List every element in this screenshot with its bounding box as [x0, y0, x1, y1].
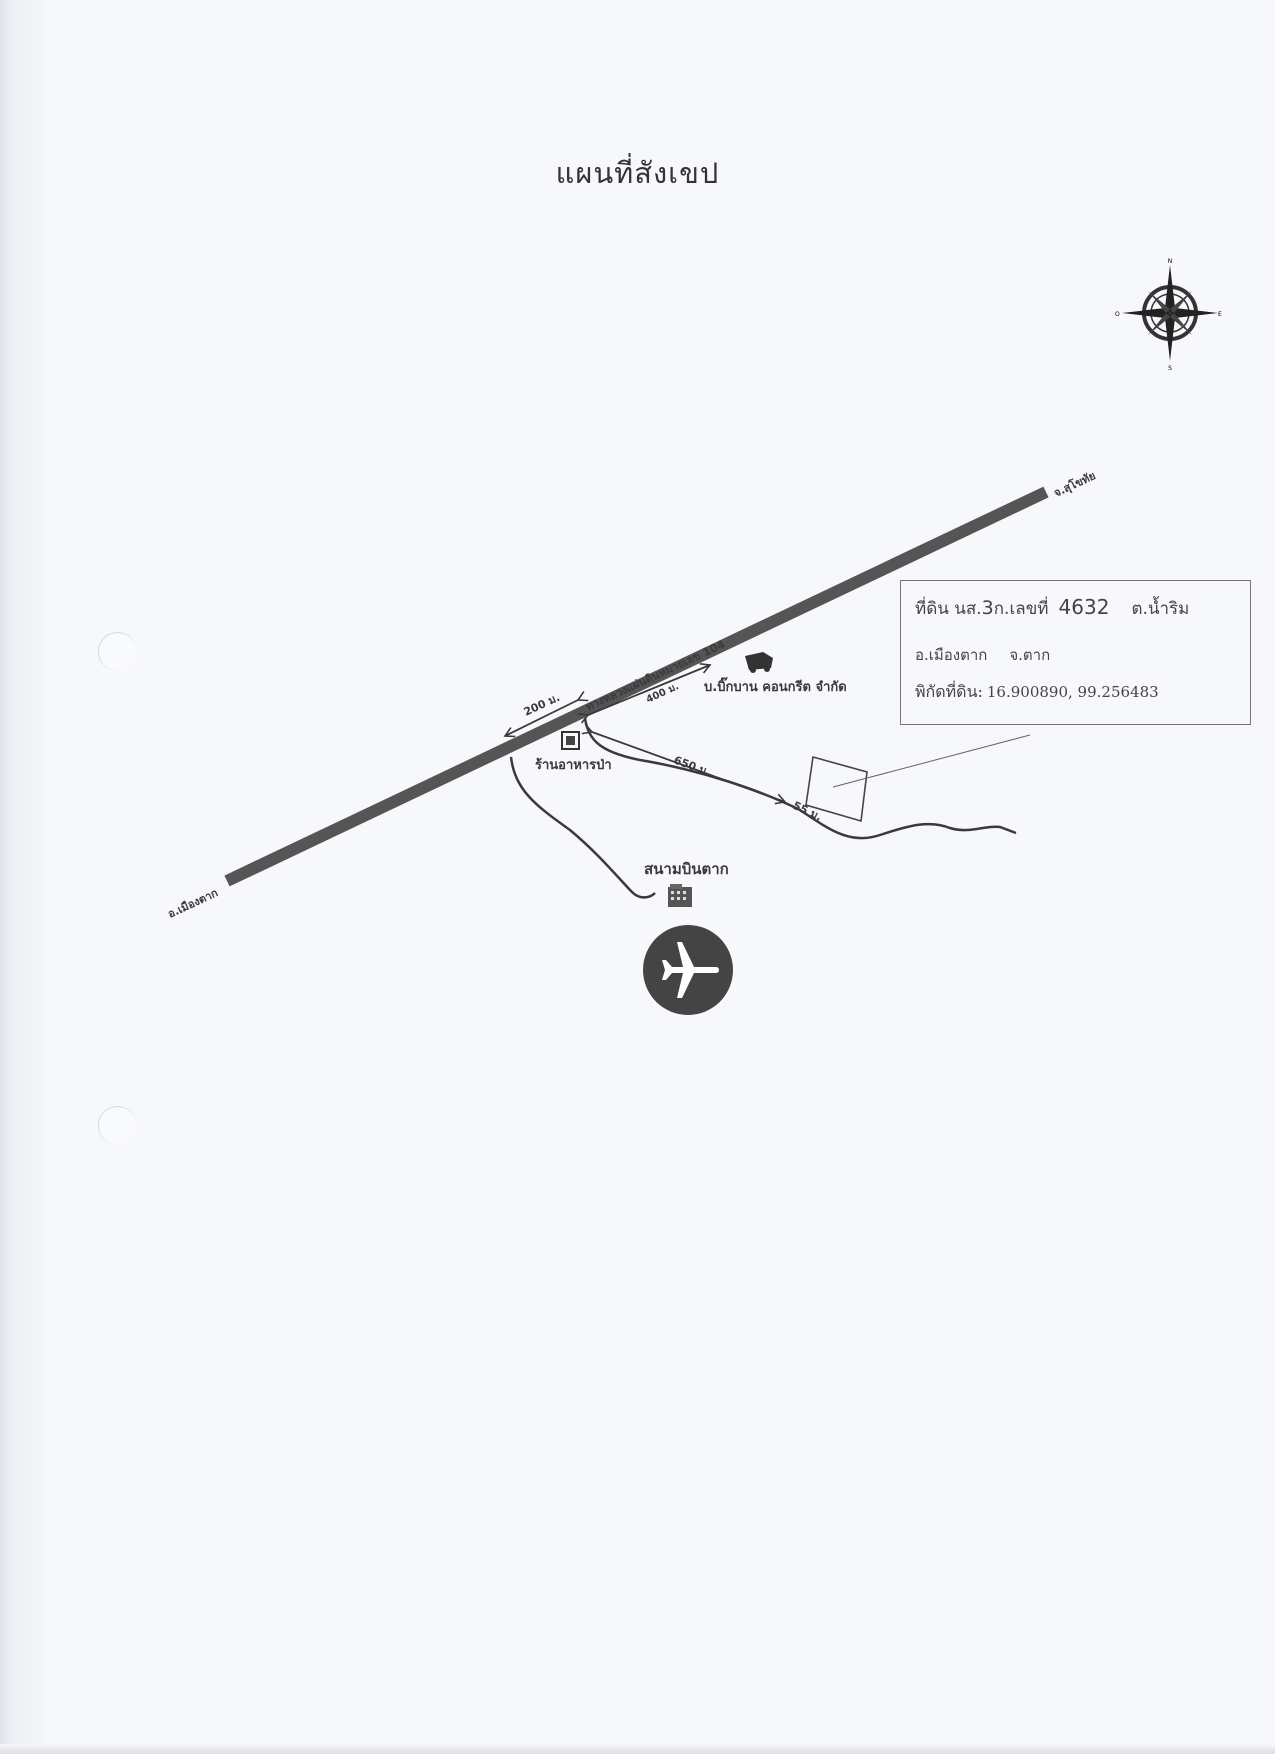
compass-west-label: O: [1115, 311, 1120, 318]
compass-east-label: E: [1218, 311, 1222, 318]
compass-north-label: N: [1168, 258, 1173, 265]
company-label: บ.บิ๊กบาน คอนกรีต จำกัด: [704, 677, 847, 695]
punch-hole-lower: [98, 1106, 137, 1145]
road-end-sukhothai-label: จ.สุโขทัย: [1051, 468, 1098, 500]
subdistrict: ต.น้ำริม: [1131, 599, 1190, 619]
compass-rose-icon: N S E O: [1115, 258, 1222, 372]
province: จ.ตาก: [1009, 646, 1051, 664]
deed-type-number: 3: [981, 597, 994, 619]
distance-650m-arrow: [581, 723, 787, 805]
punch-hole-upper: [98, 632, 137, 671]
deed-number: 4632: [1058, 595, 1110, 619]
map-title: แผนที่สังเขป: [555, 156, 720, 190]
terminal-building-icon: [668, 884, 692, 907]
compass-south-label: S: [1168, 365, 1172, 372]
restaurant-label: ร้านอาหารป่า: [535, 757, 612, 773]
road-to-airport: [509, 756, 656, 899]
distance-55m-label: 55 ม.: [791, 799, 824, 824]
page-bottom-shadow: [0, 1744, 1275, 1754]
deed-type-suffix: ก.เลขที่: [993, 599, 1049, 619]
truck-icon: [745, 652, 773, 673]
parcel-leader-line: [832, 734, 1031, 788]
land-parcel-outline: [805, 755, 868, 823]
distance-200m-label: 200 ม.: [522, 691, 562, 719]
parcel-location-line: อ.เมืองตาก จ.ตาก: [915, 643, 1050, 667]
airplane-icon: [643, 925, 733, 1015]
coordinates-value: 16.900890, 99.256483: [986, 683, 1159, 701]
parcel-coordinates-line: พิกัดที่ดิน:16.900890, 99.256483: [915, 680, 1159, 705]
airport-label: สนามบินตาก: [644, 860, 729, 878]
road-end-mueang-tak-label: อ.เมืองตาก: [166, 886, 221, 921]
coordinates-label: พิกัดที่ดิน:: [915, 682, 983, 701]
deed-prefix: ที่ดิน นส.: [915, 599, 982, 619]
restaurant-icon: [561, 731, 580, 750]
distance-200m-arrow: [503, 691, 589, 738]
page-edge-shadow: [0, 0, 46, 1754]
distance-400m-arrow: [577, 662, 712, 724]
district: อ.เมืองตาก: [915, 646, 988, 664]
side-road-to-parcel: [583, 717, 1017, 840]
parcel-deed-line: ที่ดิน นส.3ก.เลขที่ 4632 ต.น้ำริม: [915, 595, 1189, 622]
parcel-info-box: ที่ดิน นส.3ก.เลขที่ 4632 ต.น้ำริม อ.เมืองต…: [900, 580, 1251, 725]
distance-650m-label: 650 ม.: [672, 754, 712, 779]
